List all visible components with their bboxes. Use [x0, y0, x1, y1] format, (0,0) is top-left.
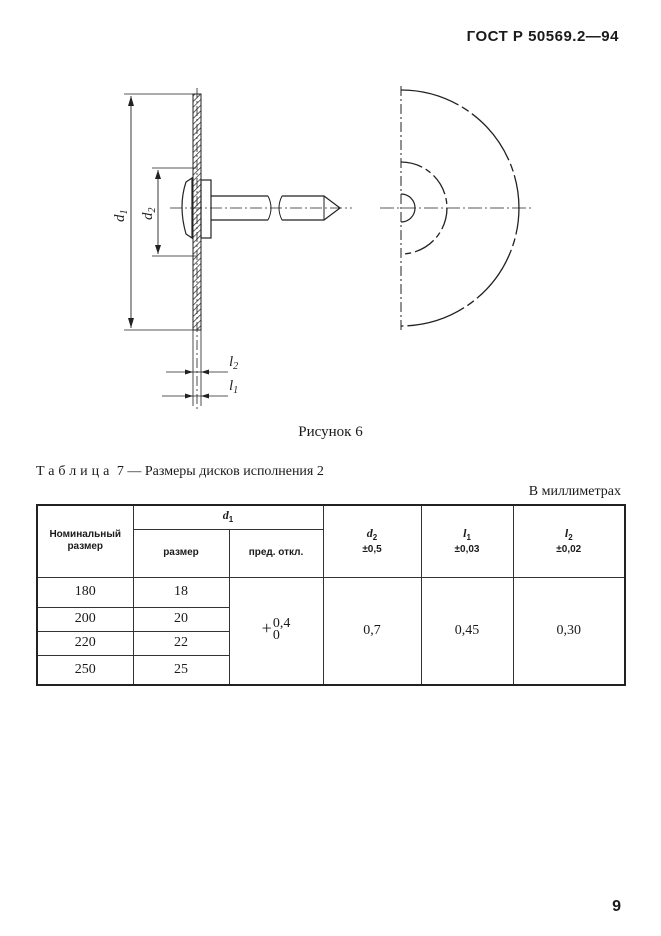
mandrel-shank: [211, 195, 268, 221]
table-units: В миллиметрах: [528, 484, 621, 499]
header-tolerance: пред. откл.: [228, 528, 324, 578]
side-view: [124, 88, 352, 412]
page-number: 9: [612, 898, 621, 915]
label-l2: l2: [229, 354, 238, 372]
table-dash: —: [127, 464, 142, 479]
header-l2: l2±0,02: [512, 504, 627, 578]
cell-size: 25: [132, 654, 230, 686]
cell-nominal: 180: [36, 576, 134, 608]
label-d1: d1: [112, 210, 130, 223]
header-d2: d2±0,5: [322, 504, 422, 578]
cell-nominal: 200: [36, 606, 134, 632]
front-view: [380, 86, 532, 332]
cell-l1-value: 0,45: [420, 576, 514, 686]
cell-size: 22: [132, 630, 230, 656]
cell-nominal: 250: [36, 654, 134, 686]
header-size: размер: [132, 528, 230, 578]
header-l1: l1±0,03: [420, 504, 514, 578]
table-header-row-1: Номинальный размер d1 d2±0,5 l1±0,03 l2±…: [36, 504, 627, 578]
page-header-standard: ГОСТ Р 50569.2—94: [466, 28, 619, 45]
cell-size: 18: [132, 576, 230, 608]
table-number: 7: [116, 464, 124, 479]
header-nominal: Номинальный размер: [36, 504, 134, 578]
table-label: Таблица: [36, 464, 114, 479]
label-l1: l1: [229, 378, 238, 396]
cell-size: 20: [132, 606, 230, 632]
label-d2: d2: [140, 208, 158, 221]
header-d1: d1: [132, 504, 324, 530]
cell-l2-value: 0,30: [512, 576, 627, 686]
hub-clamp: [200, 179, 212, 239]
table-title-text: Размеры дисков исполнения 2: [144, 464, 324, 479]
dimensions-table: Номинальный размер d1 d2±0,5 l1±0,03 l2±…: [36, 504, 627, 686]
cell-nominal: 220: [36, 630, 134, 656]
table-row: 250 25: [36, 654, 625, 686]
hub-flange: [181, 176, 193, 240]
table-header-row-2: размер пред. откл.: [37, 528, 625, 578]
cell-d2-value: 0,7: [322, 576, 422, 686]
table-row: 220 22: [36, 630, 625, 656]
figure-disk-drawing: d1 d2 l2 l1: [112, 86, 532, 412]
figure-caption: Рисунок 6: [298, 424, 363, 440]
table-title: Таблица 7 — Размеры дисков исполнения 2: [36, 464, 324, 480]
